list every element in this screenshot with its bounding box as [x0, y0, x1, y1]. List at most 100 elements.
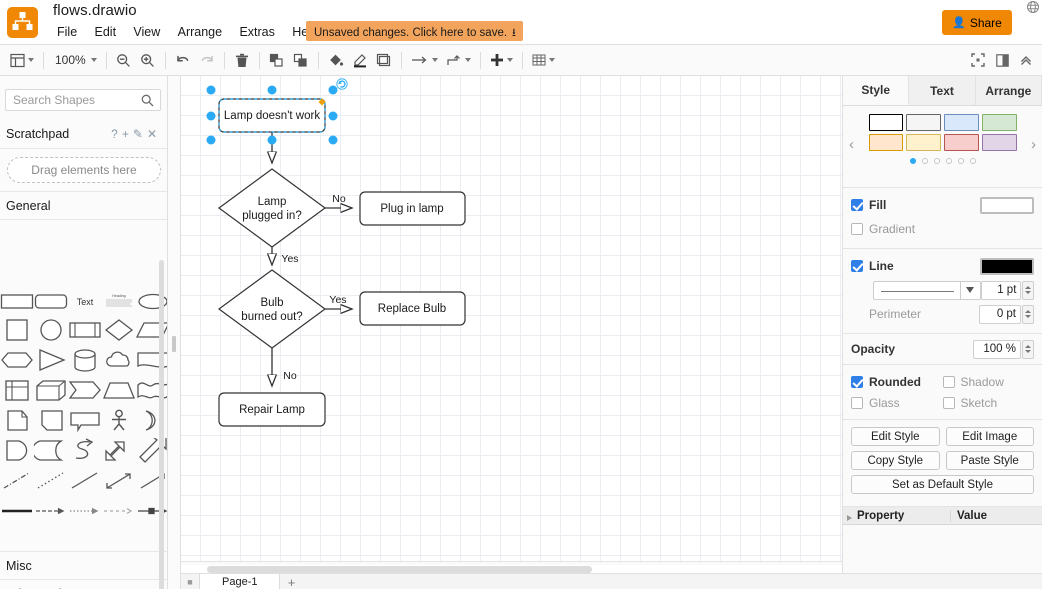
redo-icon[interactable] [196, 47, 218, 73]
chevron-left-icon[interactable]: ‹ [849, 136, 854, 153]
diagram-canvas[interactable]: Lamp doesn't work Lamp plugged in? Plug … [181, 76, 842, 565]
shape-cloud[interactable] [102, 346, 136, 376]
shape-triangle[interactable] [34, 346, 68, 376]
resize-handle-nw[interactable] [206, 85, 216, 95]
shadow-icon[interactable] [373, 47, 395, 73]
gradient-checkbox[interactable] [851, 223, 863, 235]
shape-internal-storage[interactable] [0, 376, 34, 406]
shadow-checkbox[interactable] [942, 375, 955, 388]
resize-handle-e[interactable] [328, 111, 338, 121]
file-title[interactable]: flows.drawio [53, 2, 137, 19]
perimeter-stepper[interactable] [1022, 304, 1034, 324]
scratchpad-header[interactable]: Scratchpad ?+✎✕ [0, 120, 167, 149]
zoom-out-icon[interactable] [113, 47, 135, 73]
edge-label-yes-1[interactable]: Yes [281, 253, 298, 265]
opacity-stepper[interactable] [1022, 339, 1034, 359]
canvas-horizontal-scrollbar[interactable] [207, 566, 592, 573]
menu-edit[interactable]: Edit [94, 25, 117, 39]
node-replace-bulb[interactable]: Replace Bulb [359, 291, 466, 326]
node-plug-in-lamp[interactable]: Plug in lamp [359, 191, 466, 226]
edit-image-button[interactable]: Edit Image [945, 427, 1034, 446]
shape-diamond[interactable] [102, 316, 136, 346]
property-column-header[interactable]: Property [843, 509, 951, 522]
swatch-page-dot-1[interactable] [909, 158, 916, 164]
shape-textbox[interactable]: Heading [102, 286, 136, 316]
style-swatch-5[interactable] [906, 134, 941, 151]
zoom-menu[interactable]: 100% [50, 47, 100, 73]
style-swatch-2[interactable] [944, 114, 979, 131]
style-swatch-6[interactable] [944, 134, 979, 151]
search-shapes-input[interactable] [11, 90, 137, 110]
shape-delay[interactable] [34, 436, 68, 466]
resize-handle-sw[interactable] [206, 135, 216, 145]
shapes-panel-scrollbar[interactable] [159, 260, 164, 589]
shape-plain-line[interactable] [68, 466, 102, 496]
scratchpad-dropzone[interactable]: Drag elements here [7, 157, 161, 183]
line-style-dropdown[interactable] [873, 280, 981, 300]
set-default-style-button[interactable]: Set as Default Style [851, 475, 1034, 494]
panel-collapse-strip[interactable] [168, 76, 181, 589]
edge-label-no-1[interactable]: No [332, 193, 346, 205]
shape-dotted-arrow[interactable] [68, 496, 102, 526]
to-front-icon[interactable] [266, 47, 288, 73]
shape-callout[interactable] [68, 406, 102, 436]
perimeter-input[interactable]: 0 pt [979, 304, 1021, 324]
style-swatch-4[interactable] [868, 134, 904, 151]
collapse-toolbar-icon[interactable] [1015, 47, 1037, 73]
style-swatch-1[interactable] [906, 114, 941, 131]
paste-style-button[interactable]: Paste Style [945, 451, 1034, 470]
expand-triangle-icon[interactable] [847, 514, 852, 521]
connection-arrow-icon[interactable] [408, 47, 441, 73]
shape-thick-line[interactable] [0, 496, 34, 526]
plus-icon[interactable]: + [121, 127, 133, 141]
shape-step[interactable] [68, 376, 102, 406]
shape-dotted-line[interactable] [34, 466, 68, 496]
line-color-icon[interactable] [349, 47, 371, 73]
rounded-checkbox[interactable] [851, 375, 863, 388]
waypoints-icon[interactable] [443, 47, 474, 73]
line-checkbox[interactable] [851, 260, 863, 272]
menu-file[interactable]: File [57, 25, 78, 39]
view-layout-icon[interactable] [7, 47, 37, 73]
shape-hexagon[interactable] [0, 346, 34, 376]
shape-cube[interactable] [34, 376, 68, 406]
resize-handle-ne[interactable] [328, 85, 338, 95]
node-repair-lamp[interactable]: Repair Lamp [218, 392, 326, 427]
tab-arrange[interactable]: Arrange [975, 76, 1042, 105]
shape-cylinder[interactable] [68, 346, 102, 376]
delete-icon[interactable] [231, 47, 253, 73]
table-icon[interactable] [529, 47, 558, 73]
shape-dashed-thin-arrow[interactable] [102, 496, 136, 526]
style-swatch-0[interactable] [868, 114, 904, 131]
rotate-handle[interactable] [336, 78, 348, 90]
style-swatch-7[interactable] [981, 134, 1017, 151]
node-start[interactable]: Lamp doesn't work [218, 98, 326, 133]
section-advanced[interactable]: Advanced [0, 580, 167, 589]
edit-style-button[interactable]: Edit Style [851, 427, 940, 446]
swatch-page-dot-2[interactable] [921, 158, 928, 164]
add-page-icon[interactable]: + [287, 575, 296, 589]
shape-data-storage[interactable] [0, 436, 34, 466]
resize-handle-s[interactable] [267, 135, 277, 145]
pencil-icon[interactable]: ✎ [132, 127, 147, 141]
page-tab-page-1[interactable]: Page-1 [199, 574, 281, 589]
glass-checkbox[interactable] [851, 396, 863, 409]
menu-extras[interactable]: Extras [239, 25, 275, 39]
fill-checkbox[interactable] [851, 199, 863, 211]
sketch-checkbox[interactable] [942, 396, 955, 409]
menu-arrange[interactable]: Arrange [177, 25, 223, 39]
shape-dashdot-line[interactable] [0, 466, 34, 496]
shape-or[interactable] [136, 406, 167, 436]
shape-actor[interactable] [102, 406, 136, 436]
share-button[interactable]: 👤 Share [942, 10, 1012, 35]
shape-note[interactable] [0, 406, 34, 436]
shape-rectangle[interactable] [0, 286, 34, 316]
shape-s-arrow[interactable] [68, 436, 102, 466]
line-color-swatch[interactable] [980, 257, 1034, 275]
line-width-input[interactable]: 1 pt [980, 280, 1022, 300]
format-panel-toggle-icon[interactable] [991, 47, 1013, 73]
insert-icon[interactable] [487, 47, 516, 73]
shape-process[interactable] [68, 316, 102, 346]
zoom-in-icon[interactable] [137, 47, 159, 73]
edge-label-yes-2[interactable]: Yes [329, 294, 346, 306]
